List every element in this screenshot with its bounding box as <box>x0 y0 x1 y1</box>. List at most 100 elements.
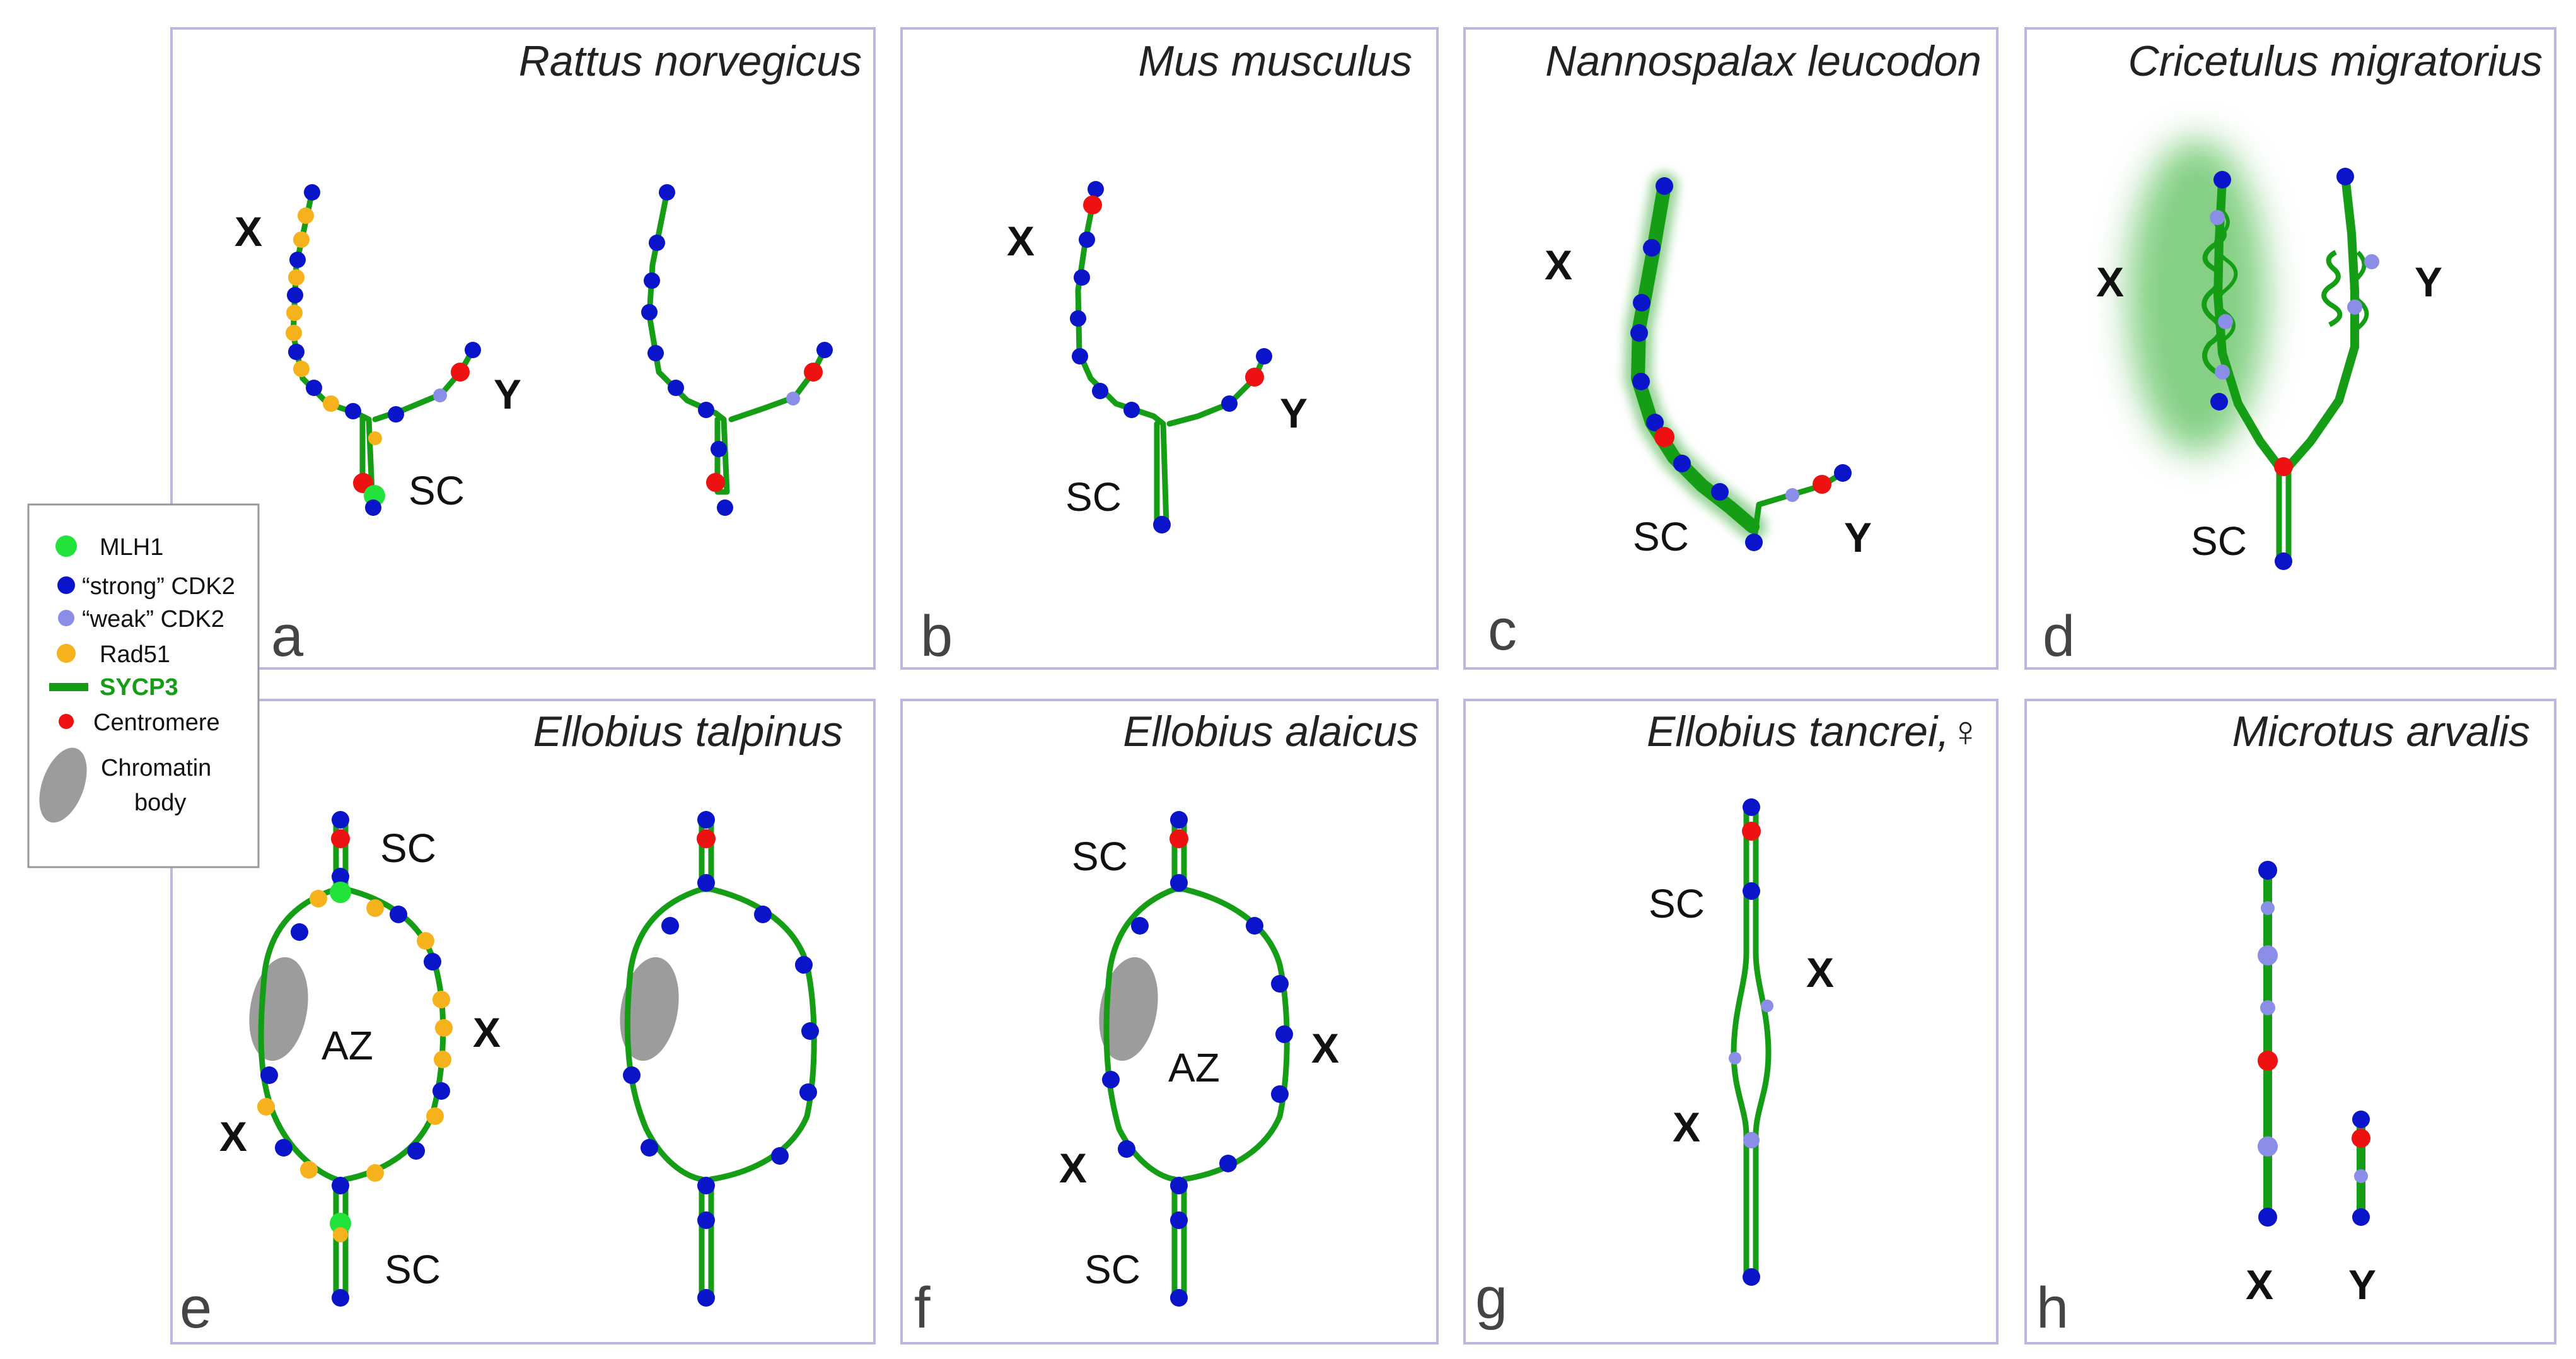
strong-cdk2-focus <box>697 874 715 892</box>
strong-cdk2-focus <box>1271 1085 1289 1103</box>
y-univalent-h <box>2352 1111 2370 1226</box>
legend-label: MLH1 <box>100 534 163 561</box>
xy-bivalent-f <box>1099 811 1293 1307</box>
strong-cdk2-focus <box>2258 861 2277 880</box>
sc-label: SC <box>385 1247 441 1292</box>
legend-item-weak-cdk2: “weak” CDK2 <box>58 606 224 633</box>
panel-g-letter: g <box>1475 1266 1507 1331</box>
sc-label: SC <box>1072 834 1128 879</box>
rad51-focus <box>257 1098 275 1116</box>
strong-cdk2-focus <box>1131 917 1149 935</box>
weak-cdk2-focus <box>1761 1000 1773 1012</box>
strong-cdk2-focus <box>332 1177 349 1194</box>
sycp3-axis <box>1103 886 1178 1182</box>
sycp3-axis <box>258 886 339 1182</box>
strong-cdk2-focus <box>465 342 481 358</box>
centromere <box>2274 457 2293 476</box>
rad51-focus <box>293 361 310 377</box>
panel-f-frame <box>900 699 1439 1344</box>
chromatin-cloud <box>2128 139 2266 454</box>
legend-label: “weak” CDK2 <box>82 606 224 633</box>
strong-cdk2-focus <box>288 344 305 360</box>
sycp3-loops <box>2350 250 2369 330</box>
y-label: Y <box>1280 390 1308 436</box>
strong-cdk2-focus <box>1633 294 1651 312</box>
xx-bivalent-g <box>1729 798 1773 1286</box>
mlh1-focus <box>330 1213 351 1234</box>
sc-label: SC <box>380 825 436 871</box>
centromere <box>1083 195 1102 214</box>
strong-cdk2-focus <box>717 499 733 516</box>
panel-b-letter: b <box>920 604 953 668</box>
rad51-focus <box>286 325 302 341</box>
panel-e-species: Ellobius talpinus <box>533 708 843 755</box>
rad51-swatch-icon <box>57 644 76 663</box>
panel-d-letter: d <box>2043 604 2075 668</box>
rad51-focus <box>288 269 305 286</box>
xy-bivalent-e-right <box>620 811 819 1307</box>
az-label: AZ <box>1168 1045 1220 1090</box>
rad51-focus <box>293 231 310 248</box>
strong-cdk2-focus <box>2352 1208 2370 1226</box>
panel-a-species: Rattus norvegicus <box>519 37 862 85</box>
weak-cdk2-focus <box>2260 1000 2275 1015</box>
panel-c-frame <box>1463 27 1999 670</box>
sycp3-swatch-icon <box>49 683 88 691</box>
legend-item-sycp3: SYCP3 <box>49 674 178 701</box>
x-label: X <box>1673 1104 1700 1150</box>
strong-cdk2-focus <box>1072 348 1088 365</box>
rad51-focus <box>323 395 339 412</box>
strong-cdk2-focus <box>816 342 833 358</box>
x-label: X <box>219 1113 247 1160</box>
rad51-focus <box>333 1227 348 1242</box>
strong-cdk2-focus <box>390 906 407 923</box>
panel-c: Nannospalax leucodon c X Y SC <box>1463 27 1999 670</box>
chromatin-body-swatch-icon <box>39 747 87 823</box>
panel-a-frame <box>170 27 876 670</box>
legend: MLH1 “strong” CDK2 “weak” CDK2 Rad51 SYC… <box>27 503 260 868</box>
mlh1-focus <box>330 882 351 903</box>
panel-d-species: Cricetulus migratorius <box>2128 37 2543 85</box>
strong-cdk2-focus <box>1834 464 1852 482</box>
strong-cdk2-focus <box>1170 874 1188 892</box>
strong-cdk2-focus <box>698 402 714 418</box>
legend-label: body <box>134 790 186 816</box>
sycp3-axis <box>624 886 705 1182</box>
strong-cdk2-focus <box>659 184 675 201</box>
panel-f-letter: f <box>914 1276 931 1340</box>
strong-cdk2-focus <box>771 1147 789 1165</box>
legend-item-centromere: Centromere <box>59 709 220 736</box>
x-label: X <box>235 208 262 255</box>
y-label: Y <box>2348 1261 2376 1308</box>
strong-cdk2-focus <box>2213 171 2231 189</box>
panel-g: Ellobius tancrei,♀ g SC X X <box>1463 699 1999 1344</box>
strong-cdk2-focus <box>1743 798 1760 816</box>
panel-d-frame <box>2024 27 2556 670</box>
panel-b-frame <box>900 27 1439 670</box>
centromere <box>697 829 716 848</box>
rad51-focus <box>417 932 434 950</box>
weak-cdk2-focus <box>2347 300 2362 315</box>
x-label: X <box>1007 218 1035 264</box>
strong-cdk2-focus <box>424 953 441 971</box>
rad51-focus <box>426 1107 444 1125</box>
strong-cdk2-focus <box>1170 1177 1188 1194</box>
panel-a: Rattus norvegicus a X <box>170 27 876 670</box>
strong-cdk2-focus <box>641 304 658 320</box>
strong-cdk2-focus <box>306 380 322 396</box>
strong-cdk2-focus <box>754 906 772 923</box>
strong-cdk2-focus <box>697 1211 715 1229</box>
strong-cdk2-focus <box>649 235 665 251</box>
rad51-focus <box>298 207 314 224</box>
legend-label: “strong” CDK2 <box>82 573 235 600</box>
strong-cdk2-focus <box>1632 373 1650 390</box>
strong-cdk2-focus <box>2258 1208 2277 1227</box>
strong-cdk2-focus <box>697 811 715 829</box>
centromere <box>1813 475 1831 494</box>
strong-cdk2-focus <box>1170 1211 1188 1229</box>
centromere <box>451 363 470 382</box>
strong-cdk2-focus <box>1153 516 1171 534</box>
panel-e: Ellobius talpinus e <box>170 699 876 1344</box>
strong-cdk2-focus <box>668 380 684 396</box>
mlh1-swatch-icon <box>55 535 77 557</box>
